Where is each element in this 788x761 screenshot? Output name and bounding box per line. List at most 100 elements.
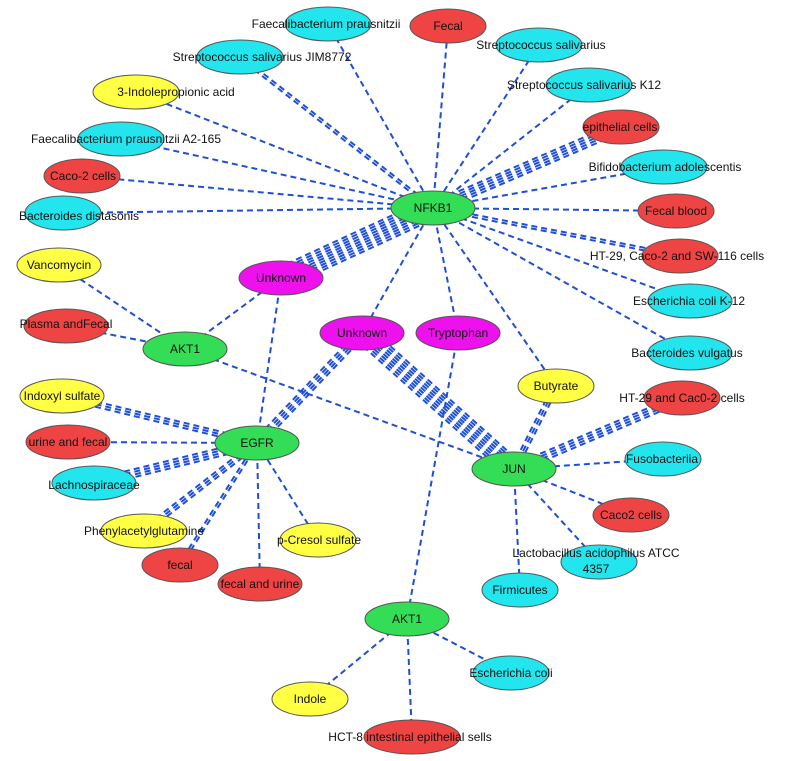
node-label-vanco: Vancomycin	[27, 258, 91, 272]
node-ellipse-fuso[interactable]	[624, 441, 702, 477]
edge-nfkb1-fprau	[327, 23, 434, 209]
node-indsulf[interactable]: Indoxyl sulfate	[19, 378, 105, 414]
node-ellipse-indsulf[interactable]	[19, 378, 105, 414]
node-caco2b[interactable]: Caco2 cells	[592, 497, 670, 533]
node-ellipse-nfkb1[interactable]	[390, 190, 476, 226]
node-fecur[interactable]: fecal and urine	[217, 566, 303, 602]
node-ellipse-lachno[interactable]	[51, 465, 137, 501]
node-ellipse-bado[interactable]	[620, 149, 708, 185]
node-egfr[interactable]: EGFR	[214, 425, 300, 461]
node-ellipse-caco2[interactable]	[43, 158, 121, 194]
node-ellipse-caco2b[interactable]	[592, 497, 670, 533]
node-ht29sw[interactable]: HT-29, Caco-2 and SW-116 cells	[590, 238, 764, 274]
node-ellipse-fecal[interactable]	[409, 8, 487, 44]
edge-nfkb1-unk1-2	[283, 214, 437, 286]
node-ellipse-ht29c[interactable]	[643, 380, 721, 416]
node-fprau[interactable]: Faecalibacterium prausnitzii	[252, 6, 401, 42]
node-firm[interactable]: Firmicutes	[481, 572, 559, 608]
node-ellipse-butyr[interactable]	[517, 368, 595, 404]
node-ellipse-bvulg[interactable]	[647, 335, 733, 371]
node-hct8[interactable]: HCT-8 intestinal epithelial sells	[328, 719, 492, 755]
node-ellipse-bdist[interactable]	[24, 195, 102, 231]
node-fecal[interactable]: Fecal	[409, 8, 487, 44]
node-plasma[interactable]: Plasma andFecal	[20, 308, 113, 344]
node-fecal2[interactable]: fecal	[141, 547, 219, 583]
node-label-nfkb1: NFKB1	[414, 201, 453, 215]
node-nfkb1[interactable]: NFKB1	[390, 190, 476, 226]
node-vanco[interactable]: Vancomycin	[16, 247, 102, 283]
edge-nfkb1-butyr	[432, 207, 557, 387]
node-ecolik12[interactable]: Escherichia coli K-12	[633, 283, 745, 319]
edge-unk2-jun-1	[367, 325, 521, 463]
node-ellipse-ssalk12[interactable]	[545, 67, 633, 103]
edge-nfkb1-ssal8772-1	[238, 57, 433, 210]
node-unk2[interactable]: Unknown	[319, 315, 405, 351]
node-ellipse-pheny[interactable]	[100, 513, 188, 549]
node-caco2[interactable]: Caco-2 cells	[43, 158, 121, 194]
node-ellipse-akt1b[interactable]	[364, 601, 450, 637]
node-ellipse-urfec[interactable]	[25, 424, 111, 460]
edge-egfr-pheny-1	[144, 444, 260, 534]
node-ellipse-jun[interactable]	[471, 451, 557, 487]
node-bdist[interactable]: Bacteroides distasonis	[19, 195, 139, 231]
node-ellipse-unk1[interactable]	[238, 260, 324, 296]
node-ellipse-plasma[interactable]	[23, 308, 109, 344]
node-indole[interactable]: Indole	[271, 681, 349, 717]
node-ellipse-epith[interactable]	[582, 109, 660, 145]
node-ellipse-hct8[interactable]	[363, 719, 461, 755]
node-ellipse-fecal2[interactable]	[141, 547, 219, 583]
node-ellipse-ssal[interactable]	[495, 27, 583, 63]
node-ellipse-vanco[interactable]	[16, 247, 102, 283]
node-ellipse-fprau[interactable]	[284, 6, 372, 42]
node-tryp[interactable]: Tryptophan	[415, 315, 501, 351]
node-label-ecoli: Escherichia coli	[469, 666, 552, 680]
node-ellipse-fblood[interactable]	[637, 193, 715, 229]
edge-nfkb1-epith-2	[431, 123, 621, 207]
node-fpa2[interactable]: Faecalibacterium prausnitzii A2-165	[31, 121, 221, 157]
node-fuso[interactable]: Fusobacteriia	[624, 441, 702, 477]
node-label-bado: Bifidobacterium adolescentis	[589, 160, 742, 174]
node-ipa[interactable]: 3-Indolepropionic acid	[92, 74, 235, 110]
node-ellipse-lacto[interactable]	[560, 544, 638, 580]
node-ellipse-akt1a[interactable]	[142, 331, 228, 367]
node-ellipse-unk2[interactable]	[319, 315, 405, 351]
node-urfec[interactable]: urine and fecal	[25, 424, 111, 460]
node-ellipse-ssal8772[interactable]	[196, 39, 284, 75]
node-ht29c[interactable]: HT-29 and Cac0-2 cells	[619, 380, 745, 416]
node-bado[interactable]: Bifidobacterium adolescentis	[589, 149, 742, 185]
node-fblood[interactable]: Fecal blood	[637, 193, 715, 229]
node-jun[interactable]: JUN	[471, 451, 557, 487]
node-epith[interactable]: epithelial cells	[582, 109, 660, 145]
node-ellipse-fecur[interactable]	[217, 566, 303, 602]
node-ellipse-fpa2[interactable]	[77, 121, 165, 157]
node-pcres[interactable]: p-Cresol sulfate	[277, 522, 361, 558]
edge-akt1b-hct8	[406, 618, 413, 738]
node-lachno[interactable]: Lachnospiraceae	[48, 465, 140, 501]
node-akt1a[interactable]: AKT1	[142, 331, 228, 367]
edge-unk2-jun-3	[363, 329, 518, 467]
node-unk1[interactable]: Unknown	[238, 260, 324, 296]
node-akt1b[interactable]: AKT1	[364, 601, 450, 637]
node-ellipse-ht29sw[interactable]	[641, 238, 719, 274]
node-bvulg[interactable]: Bacteroides vulgatus	[631, 335, 743, 371]
node-ssal[interactable]: Streptococcus salivarius	[476, 27, 606, 63]
node-label-fecur: fecal and urine	[221, 577, 300, 591]
node-ellipse-ecoli[interactable]	[472, 655, 550, 691]
node-ssal8772[interactable]: Streptococcus salivarius JIM8772	[173, 39, 352, 75]
node-ecoli[interactable]: Escherichia coli	[469, 655, 553, 691]
edge-unk2-jun-8	[355, 339, 509, 477]
node-ellipse-ecolik12[interactable]	[647, 283, 733, 319]
node-pheny[interactable]: Phenylacetylglutamine	[84, 513, 204, 549]
node-butyr[interactable]: Butyrate	[517, 368, 595, 404]
edge-nfkb1-ipa	[135, 91, 434, 209]
node-ellipse-egfr[interactable]	[214, 425, 300, 461]
edge-nfkb1-bdist	[62, 207, 434, 214]
node-ssalk12[interactable]: Streptococcus salivarius K12	[507, 67, 661, 103]
node-ellipse-indole[interactable]	[271, 681, 349, 717]
node-ellipse-firm[interactable]	[481, 572, 559, 608]
node-ellipse-tryp[interactable]	[415, 315, 501, 351]
node-ellipse-pcres[interactable]	[279, 522, 357, 558]
node-ellipse-ipa[interactable]	[92, 74, 180, 110]
